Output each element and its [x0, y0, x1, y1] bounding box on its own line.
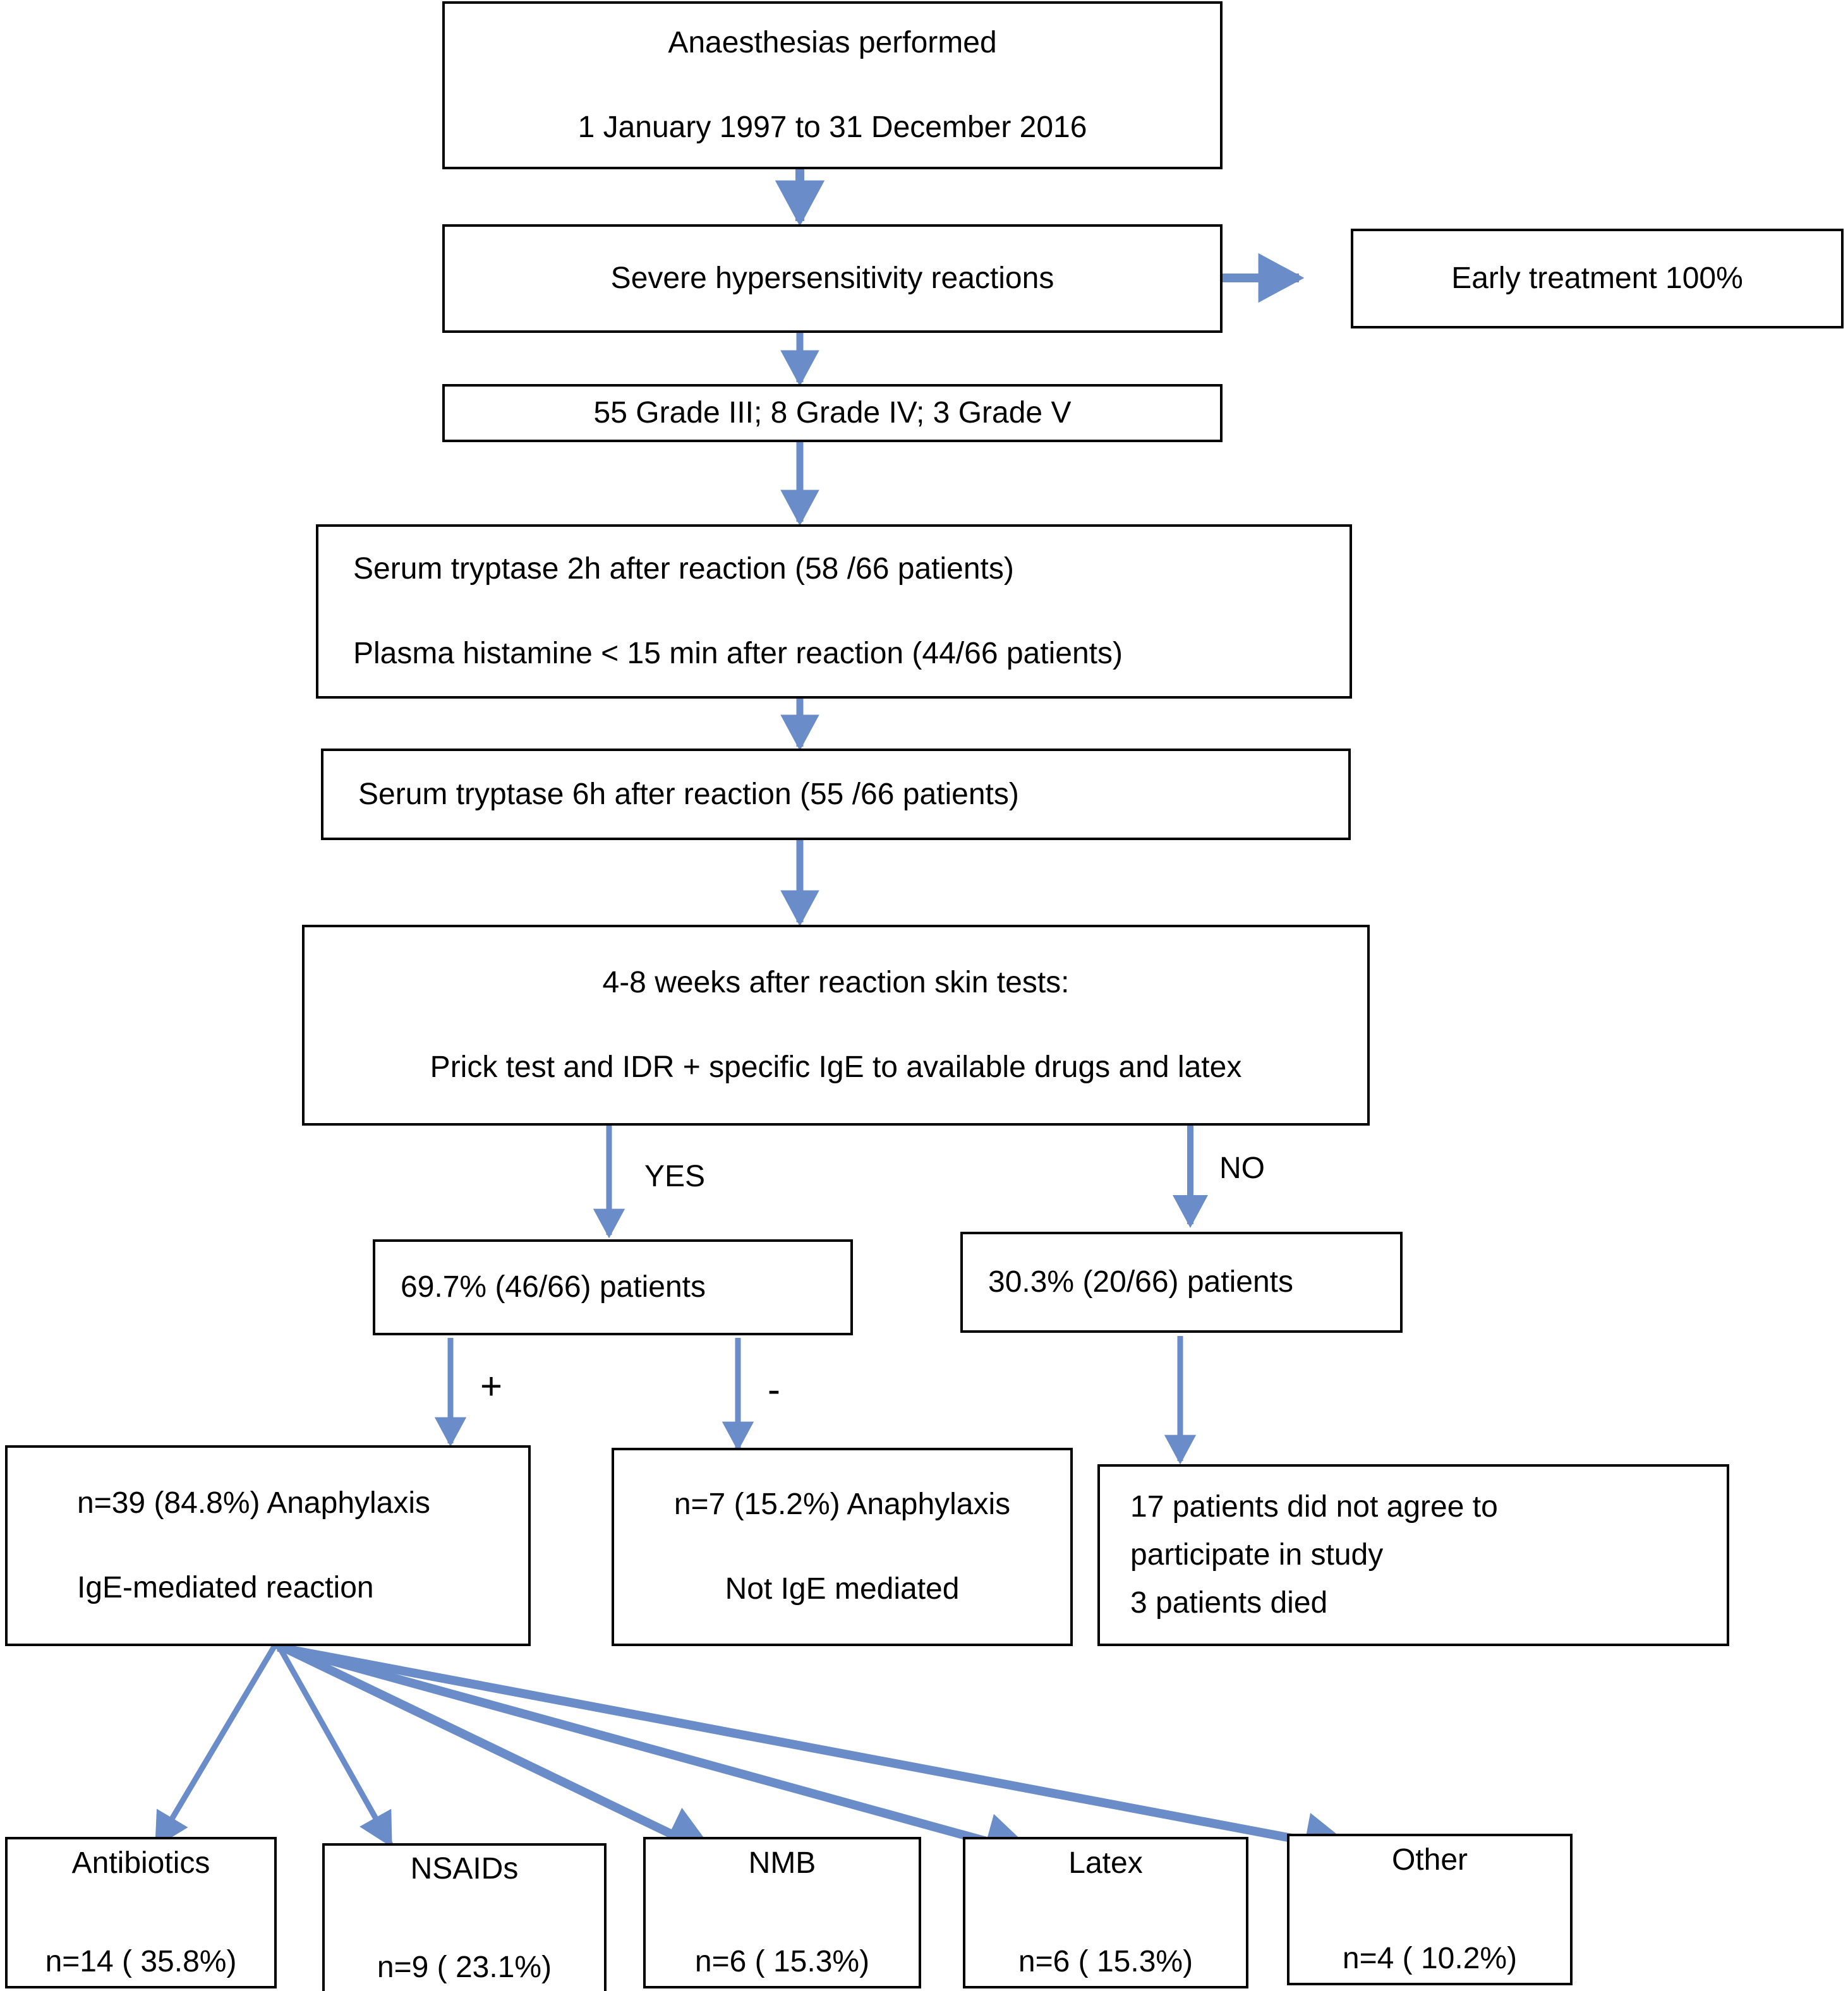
node-culprit-antibiotics: Antibiotics n=14 ( 35.8%) [5, 1837, 277, 1988]
node-anaesthesias-line2: 1 January 1997 to 31 December 2016 [577, 111, 1087, 144]
node-not-ige-mediated-line2: Not IgE mediated [725, 1572, 960, 1606]
culprit-name-nsaids: NSAIDs [410, 1852, 519, 1886]
node-ige-mediated-line1: n=39 (84.8%) Anaphylaxis [77, 1486, 431, 1520]
culprit-name-other: Other [1391, 1843, 1468, 1877]
node-culprit-nmb: NMB n=6 ( 15.3%) [643, 1837, 921, 1988]
node-culprit-latex: Latex n=6 ( 15.3%) [963, 1837, 1248, 1988]
node-skin-tests-line1: 4-8 weeks after reaction skin tests: [602, 966, 1070, 999]
node-anaesthesias-line1: Anaesthesias performed [668, 26, 997, 59]
node-culprit-other: Other n=4 ( 10.2%) [1287, 1834, 1573, 1985]
culprit-name-nmb: NMB [748, 1846, 816, 1880]
edge-label-negative: - [768, 1368, 780, 1411]
culprit-stat-nsaids: n=9 ( 23.1%) [377, 1951, 552, 1984]
node-skin-tests: 4-8 weeks after reaction skin tests: Pri… [302, 925, 1370, 1126]
node-early-treatment-label: Early treatment 100% [1451, 262, 1743, 295]
node-tryptase-2h: Serum tryptase 2h after reaction (58 /66… [316, 524, 1352, 699]
culprit-name-latex: Latex [1068, 1846, 1143, 1880]
node-excluded-line2: participate in study [1130, 1538, 1384, 1572]
node-ige-mediated-anaphylaxis: n=39 (84.8%) Anaphylaxis IgE-mediated re… [5, 1445, 531, 1646]
node-severe-reactions-label: Severe hypersensitivity reactions [610, 262, 1054, 295]
node-reaction-grades-label: 55 Grade III; 8 Grade IV; 3 Grade V [593, 396, 1072, 430]
node-not-ige-mediated-line1: n=7 (15.2%) Anaphylaxis [673, 1488, 1011, 1521]
node-early-treatment: Early treatment 100% [1351, 229, 1844, 328]
culprit-stat-other: n=4 ( 10.2%) [1342, 1942, 1518, 1975]
node-severe-hypersensitivity-reactions: Severe hypersensitivity reactions [442, 224, 1223, 333]
culprit-stat-latex: n=6 ( 15.3%) [1018, 1945, 1193, 1978]
node-culprit-nsaids: NSAIDs n=9 ( 23.1%) [322, 1843, 607, 1991]
edge-label-no: NO [1219, 1152, 1265, 1185]
node-reaction-grades: 55 Grade III; 8 Grade IV; 3 Grade V [442, 384, 1223, 442]
node-tryptase-2h-line2: Plasma histamine < 15 min after reaction… [353, 637, 1123, 670]
node-ige-mediated-line2: IgE-mediated reaction [77, 1571, 374, 1604]
node-excluded-line3: 3 patients died [1130, 1586, 1328, 1620]
culprit-name-antibiotics: Antibiotics [71, 1846, 210, 1880]
edge-label-yes: YES [644, 1160, 706, 1193]
node-tryptase-2h-line1: Serum tryptase 2h after reaction (58 /66… [353, 552, 1014, 586]
node-yes-patients-label: 69.7% (46/66) patients [401, 1270, 706, 1304]
node-excluded-patients: 17 patients did not agree to participate… [1097, 1464, 1729, 1646]
node-excluded-line1: 17 patients did not agree to [1130, 1490, 1498, 1524]
culprit-stat-nmb: n=6 ( 15.3%) [694, 1945, 870, 1978]
node-no-patients-label: 30.3% (20/66) patients [988, 1265, 1293, 1299]
node-skin-test-negative-patients: 30.3% (20/66) patients [960, 1232, 1403, 1333]
node-not-ige-mediated-anaphylaxis: n=7 (15.2%) Anaphylaxis Not IgE mediated [612, 1448, 1073, 1646]
node-tryptase-6h: Serum tryptase 6h after reaction (55 /66… [321, 749, 1351, 840]
node-tryptase-6h-label: Serum tryptase 6h after reaction (55 /66… [358, 777, 1019, 811]
edge-label-positive: + [480, 1365, 503, 1407]
node-skin-tests-line2: Prick test and IDR + specific IgE to ava… [430, 1050, 1242, 1084]
node-skin-test-positive-patients: 69.7% (46/66) patients [373, 1239, 853, 1335]
culprit-stat-antibiotics: n=14 ( 35.8%) [45, 1945, 237, 1978]
node-anaesthesias-performed: Anaesthesias performed 1 January 1997 to… [442, 1, 1223, 169]
